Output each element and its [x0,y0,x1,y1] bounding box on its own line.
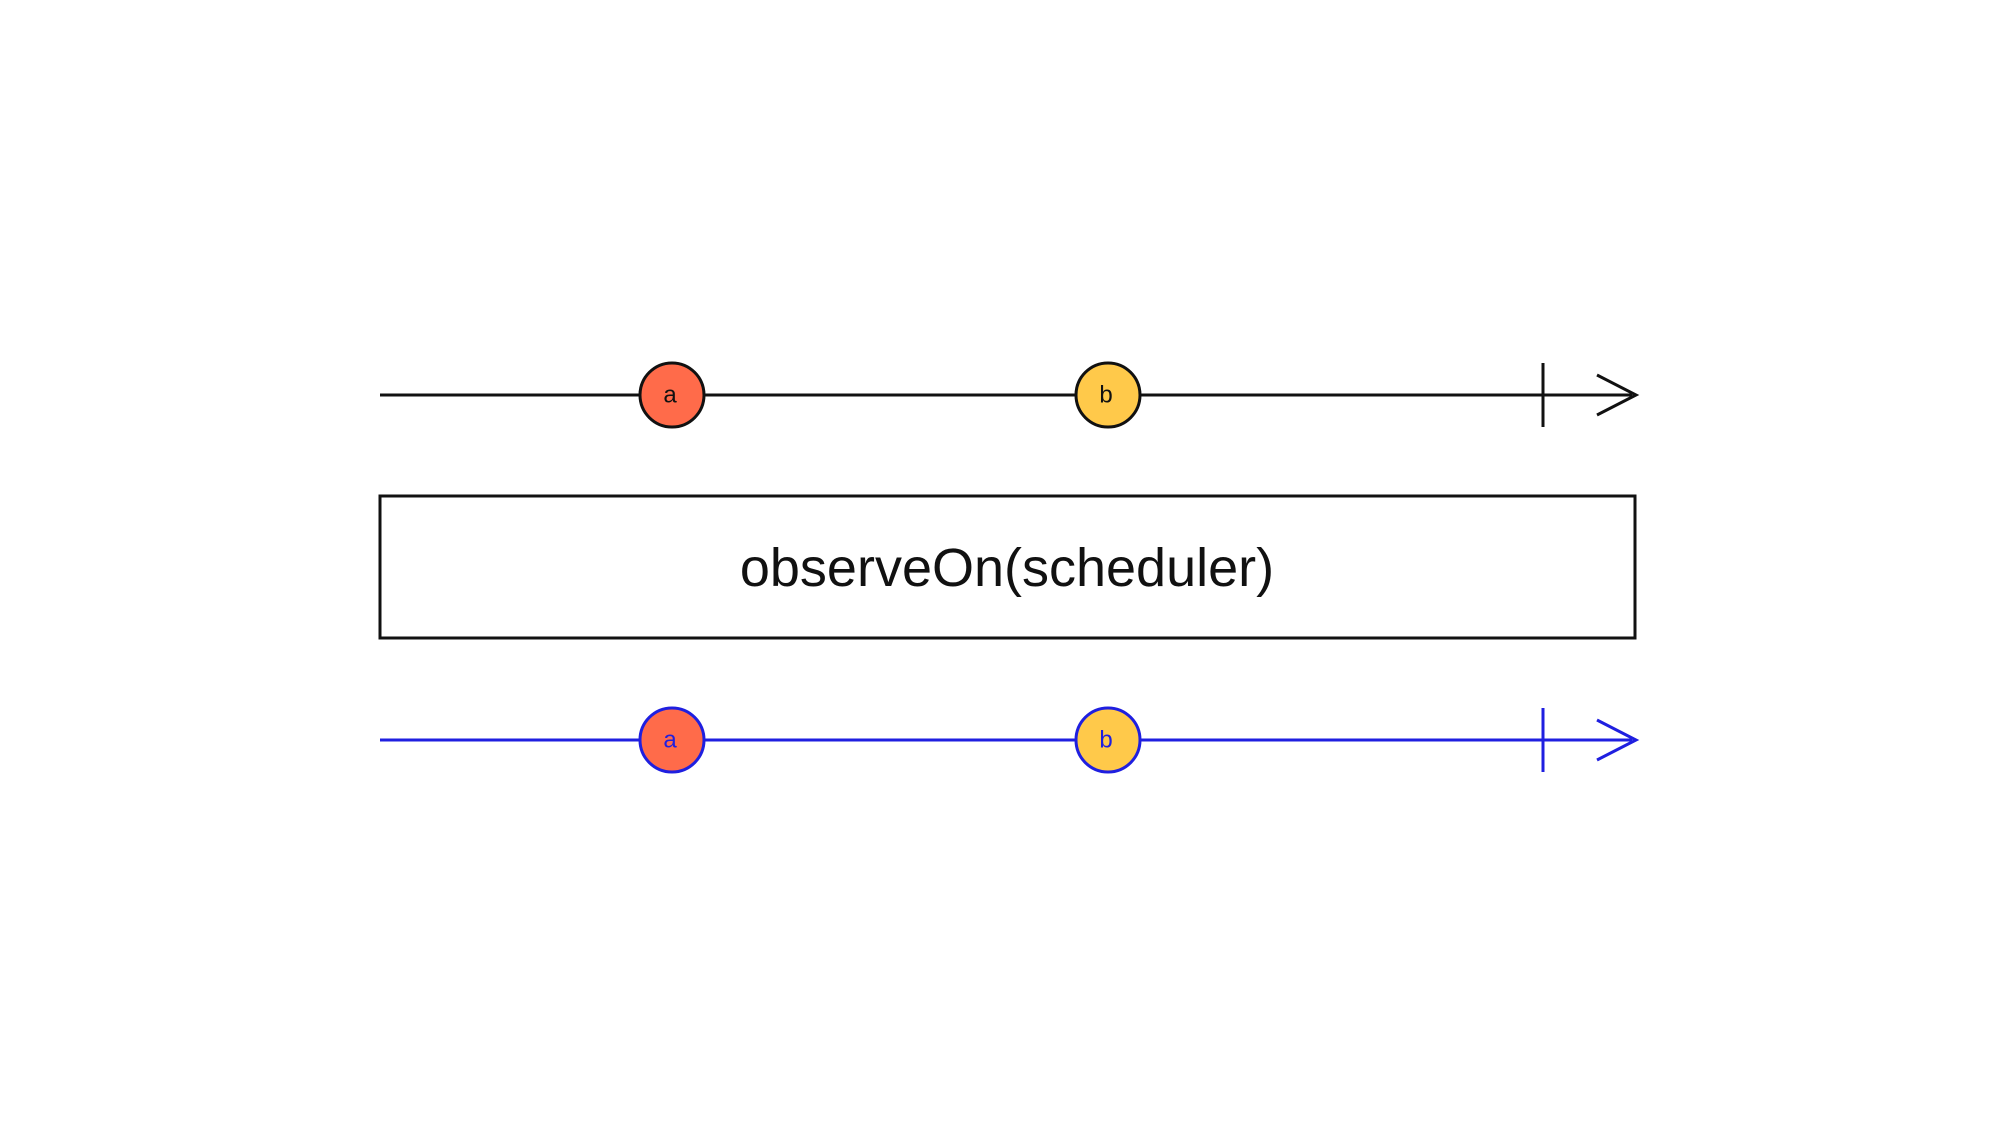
operator-label: observeOn(scheduler) [740,538,1274,598]
source-arrow-head [1596,373,1640,417]
source-marble-b: b [1074,361,1142,429]
result-stream: a b [380,706,1640,774]
operator-box: observeOn(scheduler) [378,494,1637,640]
result-marble-a: a [638,706,706,774]
source-stream: a b [380,361,1640,429]
source-marble-b-circle [1074,361,1142,429]
result-marble-b-circle [1074,706,1142,774]
source-marble-a-circle [638,361,706,429]
result-arrow-head [1596,718,1640,762]
result-marble-a-circle [638,706,706,774]
result-marble-b: b [1074,706,1142,774]
operator-box-frame [378,494,1637,640]
source-marble-b-label: b [1099,382,1112,409]
result-marble-a-label: a [663,727,677,754]
result-marble-b-label: b [1099,727,1112,754]
source-marble-a-label: a [663,382,677,409]
source-marble-a: a [638,361,706,429]
